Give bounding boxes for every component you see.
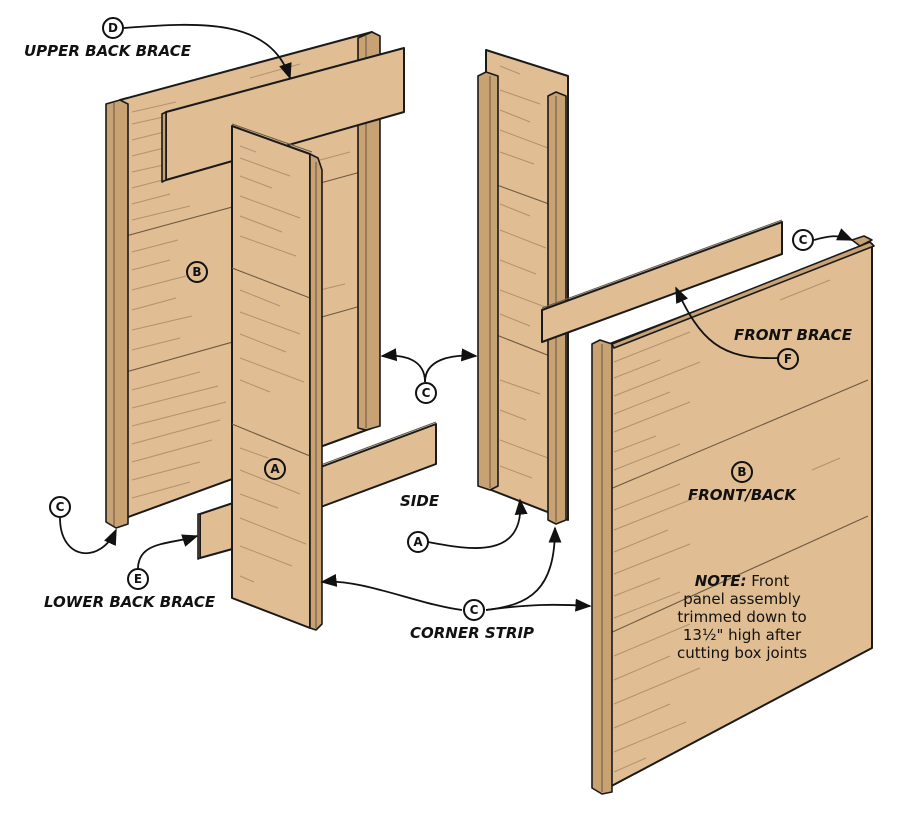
front-brace <box>541 219 783 343</box>
svg-text:C: C <box>56 500 65 514</box>
callout-b-front: B <box>731 461 753 483</box>
leader-d <box>123 23 292 80</box>
leader-c-corner-front <box>485 598 592 612</box>
callout-a-side: A <box>264 458 286 480</box>
upper-back-brace <box>161 47 405 183</box>
leader-f <box>675 286 779 359</box>
svg-text:A: A <box>413 535 423 549</box>
label-corner-strip: CORNER STRIP <box>410 624 534 642</box>
callout-d: D <box>102 17 124 39</box>
label-upper-back-brace: UPPER BACK BRACE <box>24 42 192 60</box>
label-front-back: FRONT/BACK <box>688 486 797 504</box>
lower-back-brace <box>197 501 237 560</box>
svg-text:A: A <box>270 462 280 476</box>
side-panel-left <box>231 123 323 631</box>
callout-c-corner-strip: C <box>463 599 485 621</box>
note-line2: panel assembly <box>683 590 801 608</box>
svg-text:NOTE: Front: NOTE: Front <box>695 572 790 590</box>
callout-a-right: A <box>407 531 429 553</box>
svg-text:D: D <box>108 21 118 35</box>
leader-c-corner-right-side <box>485 526 562 611</box>
note-prefix: NOTE: <box>695 572 747 590</box>
side-panel-right <box>477 49 569 525</box>
label-lower-back-brace: LOWER BACK BRACE <box>44 593 216 611</box>
note-text: NOTE: Front panel assembly trimmed down … <box>677 572 807 662</box>
svg-text:B: B <box>192 265 201 279</box>
label-front-brace: FRONT BRACE <box>734 326 853 344</box>
note-line5: cutting box joints <box>677 644 807 662</box>
leader-c-corner-side <box>320 574 463 611</box>
svg-text:E: E <box>134 572 142 586</box>
callout-b-back: B <box>186 261 208 283</box>
note-line4: 13½" high after <box>683 626 802 644</box>
callout-e: E <box>127 568 149 590</box>
callout-c-top-right: C <box>792 229 814 251</box>
svg-text:C: C <box>799 233 808 247</box>
svg-text:B: B <box>737 465 746 479</box>
leader-c-middle-right <box>424 348 478 383</box>
callout-f: F <box>777 348 799 370</box>
callout-c-left: C <box>49 496 71 518</box>
label-side: SIDE <box>400 492 440 510</box>
leader-c-left <box>59 517 117 555</box>
leader-a-right <box>427 498 528 549</box>
note-line3: trimmed down to <box>677 608 806 626</box>
svg-text:C: C <box>422 386 431 400</box>
leader-c-top-right <box>813 228 854 241</box>
front-panel <box>591 235 875 795</box>
note-line1: Front <box>747 572 790 590</box>
leader-c-middle-left <box>380 348 426 383</box>
svg-text:C: C <box>470 603 479 617</box>
leader-e <box>137 534 199 573</box>
callout-c-middle: C <box>415 382 437 404</box>
svg-text:F: F <box>784 352 792 366</box>
